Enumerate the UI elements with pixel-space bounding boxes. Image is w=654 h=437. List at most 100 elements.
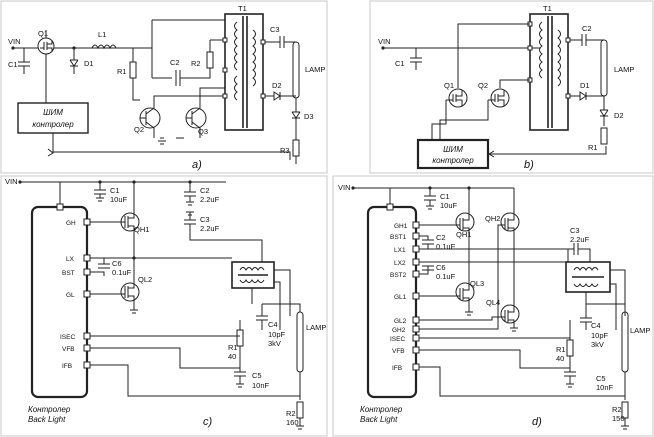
panel-d: VIN Контролер Back Light GH1 BST1 LX1 LX…	[338, 183, 650, 430]
b-c2-label: C2	[582, 24, 592, 33]
a-q2-label: Q2	[134, 125, 144, 134]
d-pin-gl1: GL1	[394, 294, 407, 301]
a-r3-label: R3	[280, 146, 290, 155]
d-r1-label: R1	[556, 345, 566, 354]
c-pin-ifb: IFB	[62, 363, 72, 370]
b-t1-transformer	[529, 13, 569, 131]
d-qh1-transistor	[455, 212, 475, 232]
a-r2-label: R2	[191, 59, 201, 68]
a-l1-label: L1	[98, 30, 106, 39]
panel-a-frame	[0, 0, 328, 174]
d-c3-label: C3	[570, 226, 580, 235]
b-q2-transistor	[490, 88, 510, 108]
b-r1-label: R1	[588, 143, 598, 152]
d-c4-value2: 3kV	[591, 340, 604, 349]
d-qh2-transistor	[500, 212, 520, 232]
c-pin-lx: LX	[66, 256, 75, 263]
c-vin-label: VIN	[5, 177, 18, 186]
b-d1-label: D1	[580, 81, 590, 90]
a-q1-label: Q1	[38, 29, 48, 38]
d-c2-value: 0.1uF	[436, 242, 456, 251]
d-qh1-label: QH1	[456, 230, 471, 239]
a-c2-label: C2	[170, 58, 180, 67]
a-lamp	[292, 41, 300, 99]
b-q1-label: Q1	[444, 81, 454, 90]
b-q2-label: Q2	[478, 81, 488, 90]
d-pins: GH1 BST1 LX1 LX2 BST2 GL1 GL2 GH2 ISEC V…	[390, 221, 420, 372]
d-caption: d)	[532, 416, 542, 428]
d-qh2-label: QH2	[485, 214, 500, 223]
c-transformer	[231, 261, 275, 289]
c-r1-value: 40	[228, 352, 236, 361]
d-r2-label: R2	[612, 405, 622, 414]
d-c4-value1: 10pF	[591, 331, 609, 340]
a-c1-label: C1	[8, 60, 18, 69]
c-controller-line1: Контролер	[28, 405, 71, 414]
d-controller-line2: Back Light	[360, 415, 398, 424]
panel-c: VIN Контролер Back Light GH LX BST GL IS…	[5, 177, 326, 430]
d-pin-ifb: IFB	[392, 365, 402, 372]
c-qh1-label: QH1	[134, 225, 149, 234]
d-c5-label: C5	[596, 374, 606, 383]
b-q1-transistor	[448, 88, 468, 108]
c-pin-isec: ISEC	[60, 334, 75, 341]
c-c4-value2: 3kV	[268, 339, 281, 348]
c-r2-value: 160	[286, 418, 299, 427]
c-c3-label: C3	[200, 215, 210, 224]
b-caption: b)	[524, 159, 534, 171]
c-c4-value1: 10pF	[268, 330, 286, 339]
c-r2-label: R2	[286, 409, 296, 418]
d-c3-value: 2.2uF	[570, 235, 590, 244]
c-pin-bst: BST	[62, 270, 75, 277]
a-d1-label: D1	[84, 59, 94, 68]
d-c2-label: C2	[436, 233, 446, 242]
d-ql4-label: QL4	[486, 298, 500, 307]
panel-a: VIN Q1 C1 D1 L1 ШИМ контролер R1 C2 R2	[8, 4, 325, 171]
c-pin-gl: GL	[66, 292, 75, 299]
d-c1-label: C1	[440, 192, 450, 201]
a-c3-label: C3	[270, 25, 280, 34]
c-c4-label: C4	[268, 320, 278, 329]
b-controller-line2: контролер	[432, 156, 474, 165]
c-c6-label: C6	[112, 259, 122, 268]
panel-b-frame	[369, 0, 654, 174]
a-controller-line2: контролер	[32, 120, 74, 129]
a-caption: a)	[192, 159, 202, 171]
b-lamp	[600, 39, 608, 97]
panel-d-frame	[332, 175, 654, 437]
d-c1-value: 10uF	[440, 201, 458, 210]
d-c5-value: 10nF	[596, 383, 614, 392]
d-pin-bst1: BST1	[390, 234, 407, 241]
d-c4-label: C4	[591, 321, 601, 330]
a-lamp-label: LAMP	[305, 65, 325, 74]
b-controller-line1: ШИМ	[443, 145, 463, 154]
b-vin-label: VIN	[378, 37, 391, 46]
a-r1-label: R1	[117, 67, 127, 76]
c-pin-vfb: VFB	[62, 346, 75, 353]
d-pin-isec: ISEC	[390, 336, 405, 343]
d-pin-gh2: GH2	[392, 327, 406, 334]
d-ql3-transistor	[455, 282, 475, 302]
d-c6-label: C6	[436, 263, 446, 272]
d-vin-label: VIN	[338, 183, 351, 192]
a-d3-label: D3	[304, 112, 314, 121]
d-controller-line1: Контролер	[360, 405, 403, 414]
c-c2-label: C2	[200, 186, 210, 195]
c-caption: c)	[203, 416, 213, 428]
c-c6-value: 0.1uF	[112, 268, 132, 277]
d-ql4-transistor	[500, 304, 520, 324]
d-ql3-label: QL3	[470, 279, 484, 288]
b-lamp-label: LAMP	[614, 65, 634, 74]
c-pin-gh: GH	[66, 220, 76, 227]
a-t1-label: T1	[238, 4, 247, 13]
a-controller-line1: ШИМ	[43, 108, 63, 117]
a-t1-transformer	[224, 13, 264, 131]
c-ql2-label: QL2	[138, 275, 152, 284]
d-pin-bst2: BST2	[390, 272, 407, 279]
c-ql2-transistor	[120, 282, 140, 302]
a-d2-label: D2	[272, 81, 282, 90]
d-pin-gh1: GH1	[394, 223, 408, 230]
c-c1-label: C1	[110, 186, 120, 195]
c-c3-value: 2.2uF	[200, 224, 220, 233]
